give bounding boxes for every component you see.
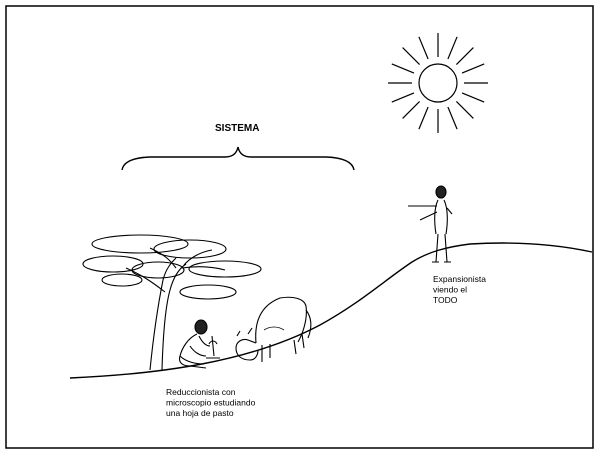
sun-ray	[391, 63, 415, 74]
sun-ray	[447, 106, 458, 130]
diagram-border	[5, 5, 594, 449]
system-title: SISTEMA	[215, 123, 259, 134]
sun-ray	[418, 36, 429, 60]
sun-ray	[402, 47, 421, 66]
sun-ray	[447, 36, 458, 60]
expansionist-label: Expansionista viendo el TODO	[433, 274, 488, 305]
standing-person-icon	[408, 185, 453, 263]
sun-ray	[391, 92, 415, 103]
hill-ground	[69, 242, 593, 379]
system-brace	[121, 146, 355, 171]
microscope-icon	[206, 335, 220, 359]
cow-icon	[235, 296, 312, 362]
sun-ray	[455, 47, 474, 66]
sun-ray	[418, 106, 429, 130]
reductionist-label: Reduccionista con microscopio estudiando…	[166, 387, 258, 418]
sun-icon	[388, 33, 488, 133]
kneeling-person-icon	[178, 319, 211, 369]
sun-ray	[461, 63, 485, 74]
sun-ray	[455, 100, 474, 119]
tree-icon	[82, 234, 262, 371]
sun-ray	[402, 100, 421, 119]
sun-ray	[461, 92, 485, 103]
